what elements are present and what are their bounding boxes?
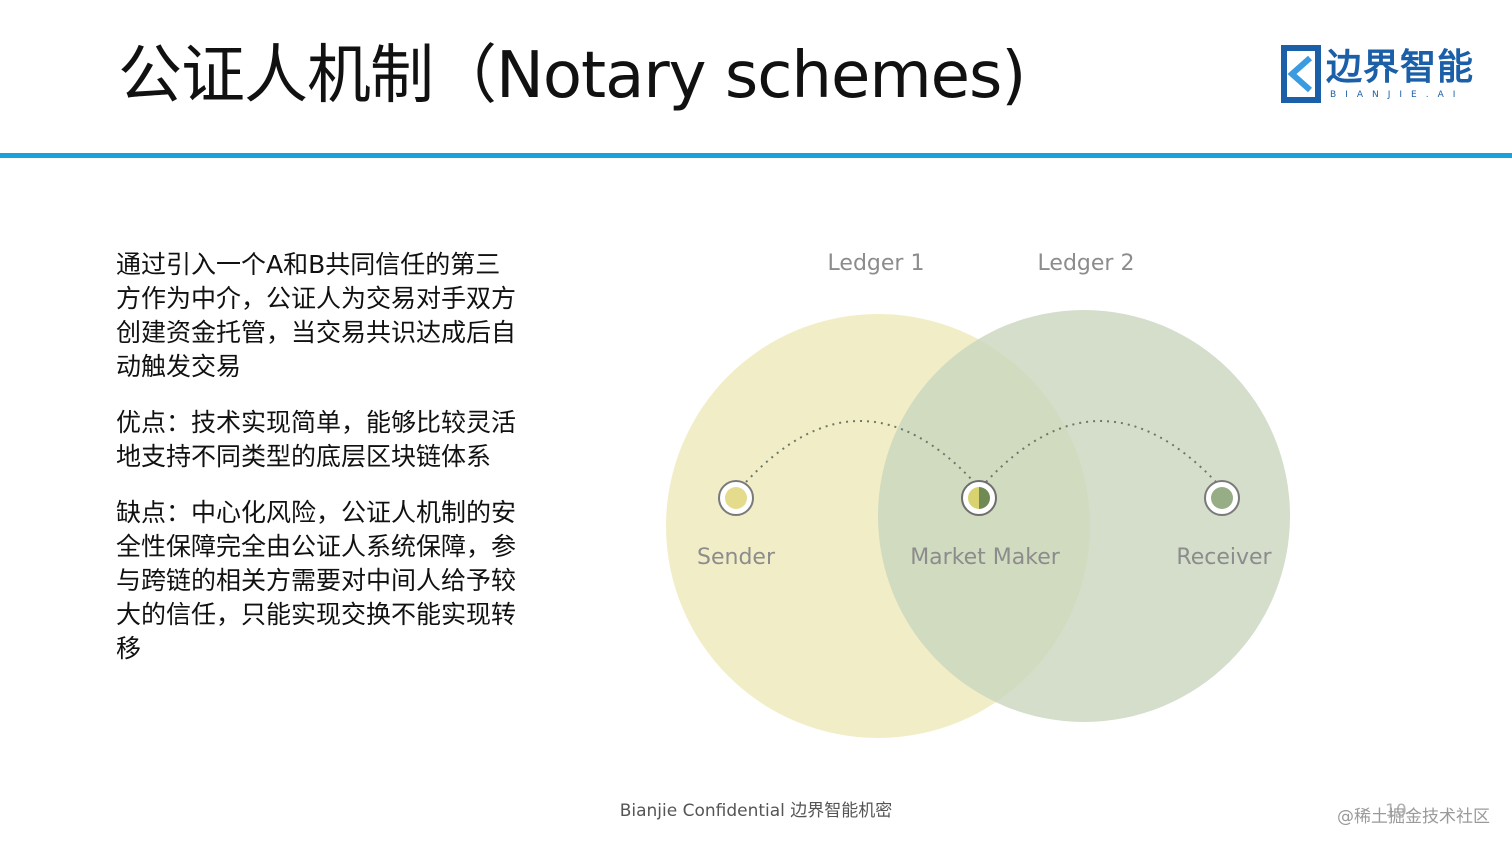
notary-diagram: Ledger 1 Ledger 2 Sender Market Maker Re… (560, 190, 1460, 770)
market-maker-label: Market Maker (910, 545, 1061, 570)
paragraph-advantages: 优点：技术实现简单，能够比较灵活地支持不同类型的底层区块链体系 (116, 408, 517, 471)
watermark: 10 @稀土掘金技术社区 (1337, 801, 1490, 828)
watermark-text: @稀土掘金技术社区 (1337, 807, 1490, 827)
maker-to-receiver-arc (985, 420, 1217, 483)
page-number: 10 (1385, 801, 1407, 821)
sender-node (718, 480, 754, 516)
ledger-2-label: Ledger 2 (1038, 251, 1135, 276)
receiver-node (1204, 480, 1240, 516)
market-maker-node (961, 480, 997, 516)
brand-logo: 边界智能 BIANJIE.AI (1280, 44, 1480, 108)
paragraph-disadvantages: 缺点：中心化风险，公证人机制的安全性保障完全由公证人系统保障，参与跨链的相关方需… (116, 498, 517, 663)
sender-to-maker-arc (745, 420, 975, 483)
logo-text: 边界智能 (1326, 47, 1475, 88)
footer-confidential: Bianjie Confidential 边界智能机密 (619, 801, 893, 821)
sender-label: Sender (697, 545, 776, 570)
bianjie-logo-icon (1281, 45, 1321, 103)
paragraph-description: 通过引入一个A和B共同信任的第三方作为中介，公证人为交易对手双方创建资金托管，当… (116, 250, 517, 381)
receiver-label: Receiver (1176, 545, 1272, 570)
venn-diagram: Ledger 1 Ledger 2 Sender Market Maker Re… (666, 251, 1290, 738)
header-divider (0, 153, 1512, 158)
logo-subtext: BIANJIE.AI (1330, 90, 1465, 100)
body-text: 通过引入一个A和B共同信任的第三方作为中介，公证人为交易对手双方创建资金托管，当… (116, 248, 516, 688)
ledger-1-label: Ledger 1 (828, 251, 925, 276)
slide-title: 公证人机制（Notary schemes) (118, 39, 1026, 113)
ledger-2-circle (878, 310, 1290, 722)
